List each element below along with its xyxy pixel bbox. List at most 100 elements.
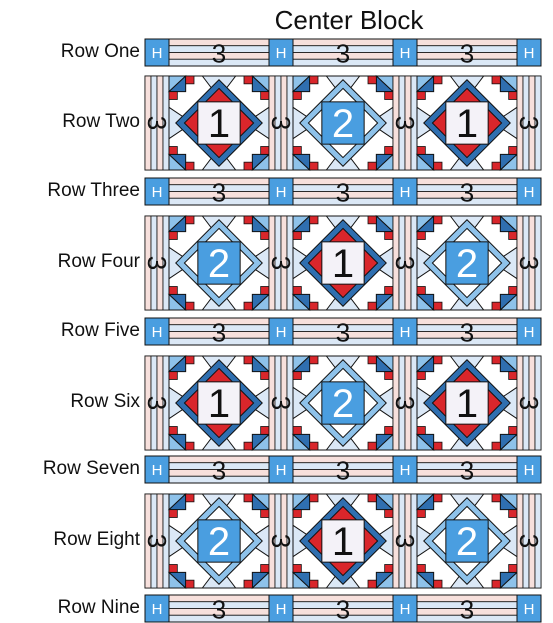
cornerstone-label: H xyxy=(276,601,287,618)
sashing-horizontal: 3 xyxy=(293,595,393,623)
sashing-number: 3 xyxy=(142,534,172,548)
sashing-number: 3 xyxy=(266,256,296,270)
red-square xyxy=(385,372,393,380)
red-square xyxy=(417,147,425,155)
quilt-block-1: 1 xyxy=(169,356,269,450)
red-square xyxy=(509,565,517,573)
sashing-vertical: 3 xyxy=(142,216,172,310)
block-number: 1 xyxy=(208,102,230,146)
cornerstone: H xyxy=(393,178,417,205)
red-square xyxy=(434,302,442,310)
red-square xyxy=(368,494,376,502)
block-number: 2 xyxy=(208,520,230,564)
sashing-number: 3 xyxy=(390,116,420,130)
cornerstone: H xyxy=(393,39,417,66)
red-square xyxy=(293,287,301,295)
red-square xyxy=(169,287,177,295)
sashing-vertical: 3 xyxy=(142,494,172,588)
cornerstone-label: H xyxy=(524,462,535,479)
red-square xyxy=(434,216,442,224)
red-square xyxy=(244,162,252,170)
cornerstone-label: H xyxy=(524,184,535,201)
cornerstone-label: H xyxy=(524,601,535,618)
block-number: 1 xyxy=(456,102,478,146)
sashing-vertical: 3 xyxy=(390,494,420,588)
red-square xyxy=(385,427,393,435)
sashing-vertical: 3 xyxy=(514,356,544,450)
red-square xyxy=(417,510,425,518)
quilt-block-2: 2 xyxy=(169,216,269,310)
red-square xyxy=(293,510,301,518)
cornerstone: H xyxy=(393,456,417,483)
red-square xyxy=(169,92,177,100)
block-number: 2 xyxy=(456,242,478,286)
red-square xyxy=(186,580,194,588)
cornerstone: H xyxy=(269,318,293,345)
red-square xyxy=(417,565,425,573)
red-square xyxy=(492,302,500,310)
quilt-block-1: 1 xyxy=(293,216,393,310)
quilt-block-1: 1 xyxy=(417,356,517,450)
red-square xyxy=(293,92,301,100)
red-square xyxy=(368,442,376,450)
red-square xyxy=(186,442,194,450)
sashing-vertical: 3 xyxy=(514,494,544,588)
sashing-horizontal: 3 xyxy=(417,39,517,69)
red-square xyxy=(293,427,301,435)
block-number: 2 xyxy=(456,520,478,564)
cornerstone: H xyxy=(145,456,169,483)
sashing-vertical: 3 xyxy=(266,494,296,588)
red-square xyxy=(368,356,376,364)
sashing-horizontal: 3 xyxy=(293,178,393,208)
quilt-block-2: 2 xyxy=(293,356,393,450)
block-number: 1 xyxy=(332,520,354,564)
red-square xyxy=(169,427,177,435)
sashing-number: 3 xyxy=(514,534,544,548)
quilt-block-1: 1 xyxy=(293,494,393,588)
red-square xyxy=(186,162,194,170)
cornerstone-label: H xyxy=(400,601,411,618)
sashing-horizontal: 3 xyxy=(169,595,269,623)
sashing-number: 3 xyxy=(266,396,296,410)
sashing-horizontal: 3 xyxy=(417,595,517,623)
quilt-block-1: 1 xyxy=(169,76,269,170)
red-square xyxy=(417,287,425,295)
sashing-horizontal: 3 xyxy=(293,39,393,69)
sashing-horizontal: 3 xyxy=(169,39,269,69)
cornerstone-label: H xyxy=(276,324,287,341)
cornerstone-label: H xyxy=(400,45,411,62)
red-square xyxy=(293,372,301,380)
cornerstone: H xyxy=(269,178,293,205)
red-square xyxy=(368,76,376,84)
red-square xyxy=(310,162,318,170)
cornerstone-label: H xyxy=(400,462,411,479)
quilt-block-2: 2 xyxy=(293,76,393,170)
red-square xyxy=(492,216,500,224)
cornerstone: H xyxy=(269,39,293,66)
cornerstone: H xyxy=(145,595,169,622)
red-square xyxy=(261,427,269,435)
red-square xyxy=(261,232,269,240)
red-square xyxy=(244,580,252,588)
sashing-number: 3 xyxy=(212,595,226,623)
sashing-number: 3 xyxy=(336,595,350,623)
sashing-horizontal: 3 xyxy=(293,456,393,486)
sashing-vertical: 3 xyxy=(266,356,296,450)
block-number: 2 xyxy=(332,102,354,146)
red-square xyxy=(492,494,500,502)
red-square xyxy=(293,565,301,573)
red-square xyxy=(492,162,500,170)
red-square xyxy=(434,356,442,364)
sashing-vertical: 3 xyxy=(266,216,296,310)
sashing-number: 3 xyxy=(514,256,544,270)
red-square xyxy=(434,162,442,170)
red-square xyxy=(169,565,177,573)
cornerstone-label: H xyxy=(276,462,287,479)
red-square xyxy=(385,92,393,100)
sashing-number: 3 xyxy=(142,256,172,270)
red-square xyxy=(169,510,177,518)
sashing-number: 3 xyxy=(460,318,474,348)
sashing-number: 3 xyxy=(212,318,226,348)
quilt-block-2: 2 xyxy=(417,494,517,588)
